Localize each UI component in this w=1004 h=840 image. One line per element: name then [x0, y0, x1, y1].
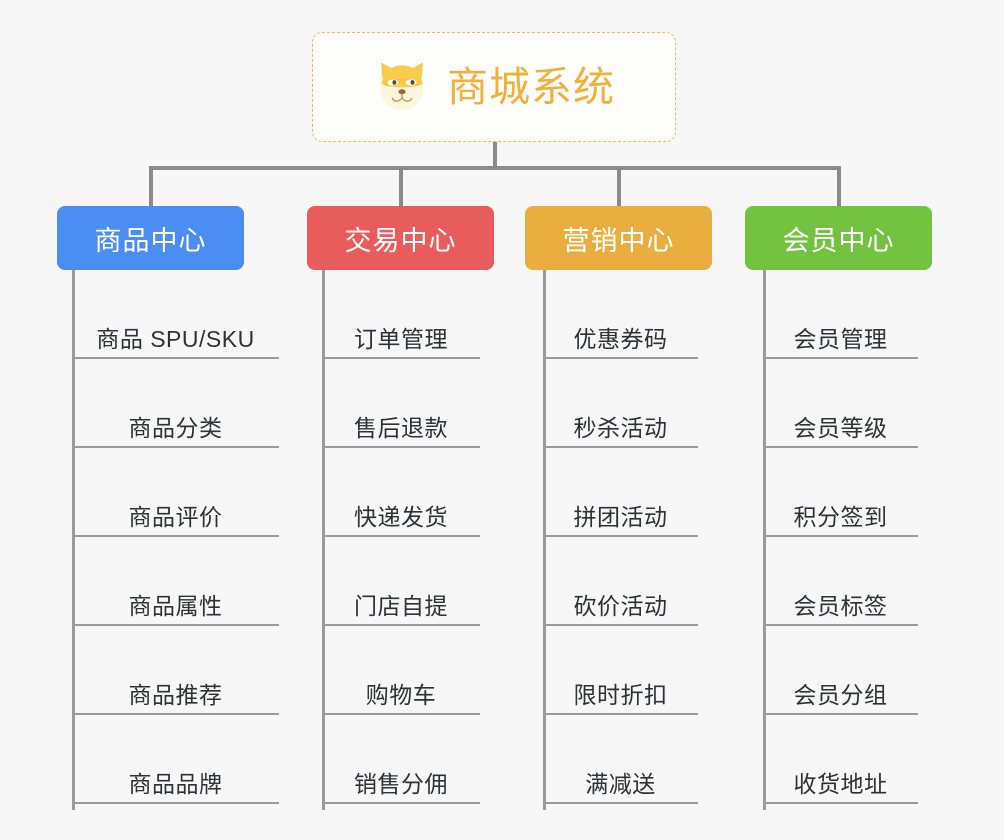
- category-label: 会员中心: [782, 225, 895, 256]
- leaf-item[interactable]: 商品品牌: [72, 734, 279, 804]
- leaf-item-label: 商品品牌: [128, 771, 223, 797]
- leaf-item[interactable]: 收货地址: [763, 734, 918, 804]
- leaf-item[interactable]: 会员等级: [763, 378, 918, 448]
- leaf-item-label: 会员分组: [793, 682, 888, 708]
- leaf-item-label: 售后退款: [354, 415, 448, 441]
- leaf-item[interactable]: 砍价活动: [543, 556, 698, 626]
- category-node-4[interactable]: 会员中心: [745, 206, 932, 270]
- root-title: 商城系统: [447, 63, 615, 110]
- leaf-item[interactable]: 商品评价: [72, 467, 279, 537]
- category-node-1[interactable]: 商品中心: [57, 206, 244, 270]
- leaf-spine: [763, 270, 766, 810]
- leaf-item-label: 商品属性: [128, 593, 223, 619]
- shiba-dog-face-icon: [381, 62, 423, 110]
- leaf-item-label: 拼团活动: [573, 504, 668, 530]
- category-label: 交易中心: [344, 225, 457, 256]
- root-node[interactable]: 商城系统: [312, 32, 676, 142]
- category-label: 商品中心: [94, 225, 207, 256]
- leaf-item-label: 商品分类: [128, 415, 223, 441]
- leaf-item-label: 商品 SPU/SKU: [96, 326, 255, 352]
- leaf-item-label: 订单管理: [354, 326, 448, 352]
- leaf-spine: [72, 270, 75, 810]
- leaf-item[interactable]: 会员管理: [763, 289, 918, 359]
- leaf-item[interactable]: 秒杀活动: [543, 378, 698, 448]
- connector-root-stem: [493, 142, 497, 169]
- connector-category-3: [616, 166, 621, 207]
- leaf-item-label: 商品评价: [128, 504, 223, 530]
- leaf-item[interactable]: 销售分佣: [322, 734, 480, 804]
- leaf-item-label: 收货地址: [793, 771, 888, 797]
- leaf-item[interactable]: 会员标签: [763, 556, 918, 626]
- leaf-item[interactable]: 订单管理: [322, 289, 480, 359]
- leaf-column-2: 订单管理售后退款快递发货门店自提购物车销售分佣: [322, 270, 484, 810]
- leaf-item[interactable]: 会员分组: [763, 645, 918, 715]
- connector-category-2: [398, 166, 403, 207]
- leaf-item[interactable]: 购物车: [322, 645, 480, 715]
- leaf-column-4: 会员管理会员等级积分签到会员标签会员分组收货地址: [763, 270, 922, 810]
- leaf-item[interactable]: 优惠券码: [543, 289, 698, 359]
- category-label: 营销中心: [562, 225, 675, 256]
- leaf-spine: [543, 270, 546, 810]
- leaf-item-label: 秒杀活动: [573, 415, 668, 441]
- leaf-item[interactable]: 商品 SPU/SKU: [72, 289, 279, 359]
- leaf-item-label: 会员标签: [793, 593, 888, 619]
- leaf-item[interactable]: 商品推荐: [72, 645, 279, 715]
- leaf-item-label: 商品推荐: [128, 682, 223, 708]
- leaf-item[interactable]: 快递发货: [322, 467, 480, 537]
- leaf-item-label: 快递发货: [354, 504, 448, 530]
- leaf-spine: [322, 270, 325, 810]
- leaf-item-label: 限时折扣: [573, 682, 668, 708]
- leaf-item[interactable]: 限时折扣: [543, 645, 698, 715]
- category-node-3[interactable]: 营销中心: [525, 206, 712, 270]
- leaf-item-label: 满减送: [585, 771, 656, 797]
- leaf-item-label: 会员管理: [793, 326, 888, 352]
- leaf-item-label: 门店自提: [354, 593, 448, 619]
- leaf-item-label: 砍价活动: [573, 593, 668, 619]
- leaf-item[interactable]: 售后退款: [322, 378, 480, 448]
- leaf-item-label: 积分签到: [793, 504, 888, 530]
- connector-horizontal-bus: [149, 166, 838, 170]
- leaf-item[interactable]: 门店自提: [322, 556, 480, 626]
- leaf-item[interactable]: 拼团活动: [543, 467, 698, 537]
- leaf-item[interactable]: 商品属性: [72, 556, 279, 626]
- leaf-item-label: 会员等级: [793, 415, 888, 441]
- leaf-item[interactable]: 满减送: [543, 734, 698, 804]
- leaf-item-label: 购物车: [365, 682, 437, 708]
- leaf-column-1: 商品 SPU/SKU 商品分类商品评价商品属性商品推荐商品品牌: [72, 270, 283, 810]
- connector-category-4: [836, 166, 841, 207]
- leaf-column-3: 优惠券码秒杀活动拼团活动砍价活动限时折扣满减送: [543, 270, 702, 810]
- category-node-2[interactable]: 交易中心: [307, 206, 494, 270]
- leaf-item[interactable]: 积分签到: [763, 467, 918, 537]
- leaf-item[interactable]: 商品分类: [72, 378, 279, 448]
- leaf-item-label: 销售分佣: [354, 771, 448, 797]
- leaf-item-label: 优惠券码: [573, 326, 668, 352]
- connector-category-1: [148, 166, 153, 207]
